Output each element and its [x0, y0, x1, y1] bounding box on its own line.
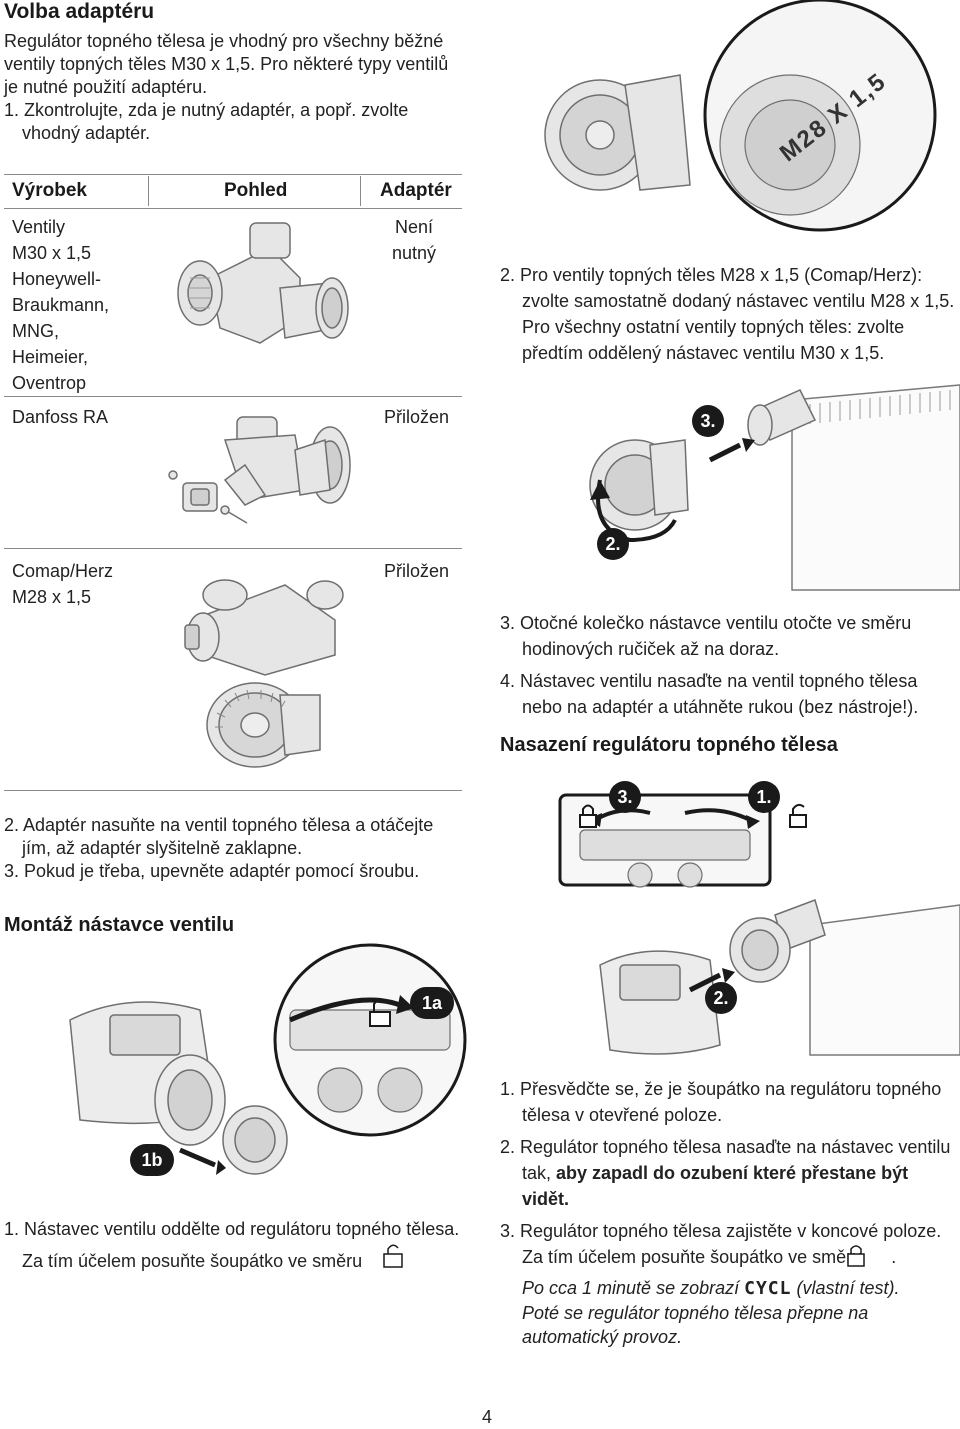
- section-title-mounting: Montáž nástavce ventilu: [4, 914, 235, 936]
- intro-line: je nutné použití adaptéru.: [4, 77, 208, 97]
- mounting-illustration: [69, 943, 467, 1175]
- section-title-adapter: Volba adaptéru: [4, 0, 155, 23]
- step-badge-1a: 1a: [410, 987, 454, 1019]
- mounting-steps: 1. Nástavec ventilu oddělte od regulátor…: [4, 1213, 459, 1277]
- table-header-product: Výrobek: [12, 180, 87, 201]
- table-header-view: Pohled: [224, 180, 288, 201]
- table-header-rule: [4, 208, 462, 209]
- table-row-3-product: Comap/Herz M28 x 1,5: [12, 561, 114, 607]
- self-test-note: Po cca 1 minutě se zobrazí CYCL (vlastní…: [522, 1278, 900, 1347]
- adapter-m28-illustration: [544, 0, 937, 232]
- adapter-steps: 2. Adaptér nasuňte na ventil topného těl…: [4, 815, 434, 881]
- step-badge-1: 1.: [748, 781, 780, 813]
- final-step-2: 2. Regulátor topného tělesa nasaďte na n…: [500, 1137, 951, 1209]
- table-row-2-product: Danfoss RA: [12, 407, 109, 427]
- table-row-3-adapter: Přiložen: [384, 561, 450, 581]
- step-line: 1. Zkontrolujte, zda je nutný adaptér, a…: [4, 100, 409, 120]
- radiator-adapter-illustration: [589, 384, 960, 591]
- page-number: 4: [482, 1407, 493, 1427]
- table-row-1-adapter: Není nutný: [392, 217, 437, 263]
- padlock-closed-icon: [846, 1244, 866, 1275]
- step-badge-2-b: 2.: [705, 982, 737, 1014]
- valve-elbow-illustration: [177, 222, 349, 344]
- table-top-rule: [4, 174, 462, 175]
- right-step-2: 2. Pro ventily topných těles M28 x 1,5 (…: [500, 265, 955, 363]
- step-badge-1b: 1b: [130, 1144, 174, 1176]
- section-title-thermostat: Nasazení regulátoru topného tělesa: [500, 734, 838, 756]
- padlock-open-icon: [382, 1243, 404, 1279]
- table-col-divider: [360, 176, 361, 206]
- intro-line: Regulátor topného tělesa je vhodný pro v…: [4, 31, 444, 51]
- intro-line: ventily topných těles M30 x 1,5. Pro něk…: [4, 54, 449, 74]
- valve-danfoss-illustration: [168, 416, 351, 524]
- table-row-rule: [4, 548, 462, 549]
- step-badge-2: 2.: [597, 528, 629, 560]
- valve-comap-illustration: [184, 579, 344, 768]
- lcd-display-text: CYCL: [744, 1278, 792, 1299]
- table-row-rule: [4, 396, 462, 397]
- table-col-divider: [148, 176, 149, 206]
- step-badge-3: 3.: [692, 405, 724, 437]
- thermostat-radiator-illustration: [558, 793, 960, 1056]
- step-line: vhodný adaptér.: [22, 123, 151, 143]
- step-badge-3-b: 3.: [609, 781, 641, 813]
- table-bottom-rule: [4, 790, 462, 791]
- table-header-adapter: Adaptér: [380, 180, 452, 201]
- final-step-3: 3. Regulátor topného tělesa zajistěte v …: [500, 1218, 941, 1270]
- intro-paragraph: Regulátor topného tělesa je vhodný pro v…: [4, 30, 448, 145]
- table-row-1-product: Ventily M30 x 1,5 Honeywell- Braukmann, …: [12, 217, 110, 393]
- right-step-4: 4. Nástavec ventilu nasaďte na ventil to…: [500, 671, 919, 717]
- final-step-1: 1. Přesvědčte se, že je šoupátko na regu…: [500, 1079, 942, 1125]
- table-row-2-adapter: Přiložen: [384, 407, 450, 427]
- right-step-3: 3. Otočné kolečko nástavce ventilu otočt…: [500, 613, 912, 659]
